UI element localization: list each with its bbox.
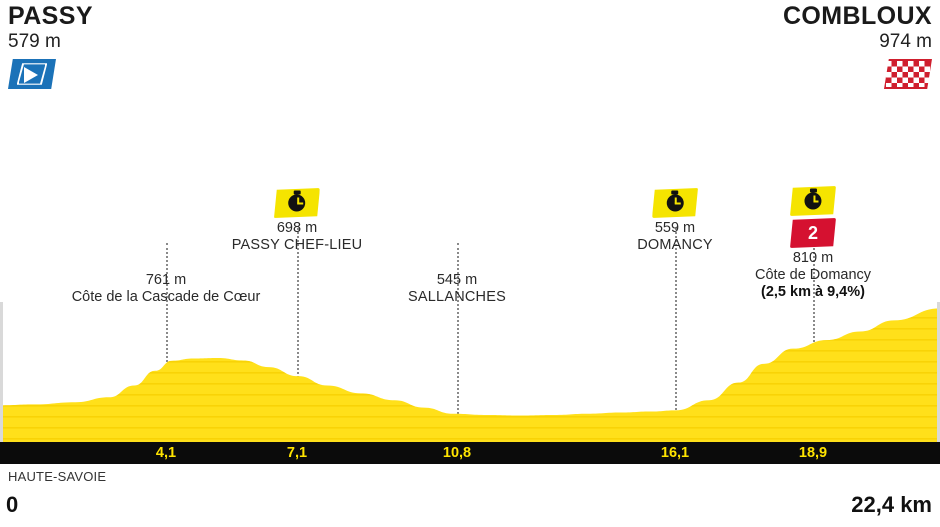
finish-town-name: COMBLOUX xyxy=(782,2,932,30)
poi-altitude: 698 m xyxy=(276,220,318,236)
guide-line-domancy xyxy=(675,228,677,442)
poi-cote-de-la-cascade-de-coeur: 761 m Côte de la Cascade de Cœur xyxy=(72,272,261,306)
elevation-profile-svg xyxy=(0,308,940,442)
distance-end-label: 22,4 km xyxy=(851,492,932,517)
start-town-altitude: 579 m xyxy=(8,31,61,52)
region-label: HAUTE-SAVOIE xyxy=(8,469,107,484)
sprint-badge-icon xyxy=(790,186,836,216)
km-tick: 4,1 xyxy=(155,445,177,461)
poi-altitude: 761 m xyxy=(145,272,187,288)
finish-town-altitude: 974 m xyxy=(879,31,932,52)
climb-category-badge: 2 xyxy=(790,218,836,248)
poi-cote-de-domancy: 2 810 m Côte de Domancy (2,5 km à 9,4%) xyxy=(755,186,871,301)
poi-passy-chef-lieu: 698 m PASSY CHEF-LIEU xyxy=(232,188,363,254)
poi-label: PASSY CHEF-LIEU xyxy=(231,237,363,253)
guide-line-cote-domancy xyxy=(813,228,815,442)
checkered-flag-icon xyxy=(884,59,932,89)
climb-category-number: 2 xyxy=(807,223,818,243)
poi-label: DOMANCY xyxy=(637,237,713,253)
finish-town-block: COMBLOUX 974 m xyxy=(783,2,932,89)
km-tick: 18,9 xyxy=(798,445,828,461)
poi-label: SALLANCHES xyxy=(408,289,506,305)
chart-right-border xyxy=(937,302,940,442)
poi-altitude: 559 m xyxy=(654,220,696,236)
poi-label: Côte de la Cascade de Cœur xyxy=(71,289,261,305)
guide-line-passy-chef-lieu xyxy=(297,228,299,442)
distance-start-label: 0 xyxy=(6,492,19,517)
sprint-badge-icon xyxy=(651,188,698,218)
sprint-badge-icon xyxy=(274,188,320,218)
start-flag-icon xyxy=(8,59,56,89)
km-tick: 16,1 xyxy=(660,445,690,461)
km-tick: 10,8 xyxy=(442,445,472,461)
start-town-name: PASSY xyxy=(8,2,93,30)
poi-altitude: 545 m xyxy=(436,272,478,288)
poi-domancy: 559 m DOMANCY xyxy=(637,188,713,254)
poi-altitude: 810 m xyxy=(792,250,834,266)
chart-left-border xyxy=(0,302,3,442)
poi-climb-detail: (2,5 km à 9,4%) xyxy=(761,284,865,300)
guide-line-sallanches xyxy=(457,243,459,442)
poi-label: Côte de Domancy xyxy=(754,267,872,283)
km-distance-bar: 4,1 7,1 10,8 16,1 18,9 xyxy=(0,442,940,464)
terrain-fill xyxy=(0,308,940,442)
guide-line-cote-cascade xyxy=(166,243,168,442)
elevation-profile-area xyxy=(0,302,940,442)
km-tick: 7,1 xyxy=(286,445,308,461)
start-town-block: PASSY 579 m xyxy=(8,2,93,89)
poi-sallanches: 545 m SALLANCHES xyxy=(408,272,506,306)
